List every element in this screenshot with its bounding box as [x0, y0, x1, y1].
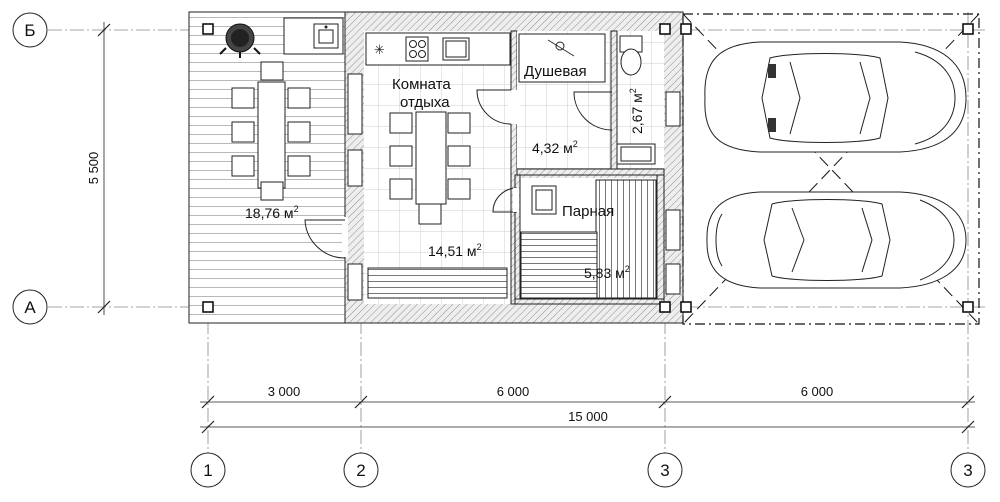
axis-label-a: А — [24, 298, 36, 317]
horizontal-dimensions: 3 000 6 000 6 000 15 000 — [200, 384, 975, 434]
column-markers — [202, 23, 974, 313]
vertical-dimension: 5 500 — [86, 22, 111, 315]
lounge-name-line1: Комната — [392, 76, 451, 93]
lounge-bench — [367, 267, 508, 299]
lounge-name-line2: отдыха — [400, 94, 450, 111]
dim-seg1-label: 3 000 — [268, 384, 301, 399]
car-bottom — [706, 191, 967, 289]
shower-area: 2,67 м2 — [628, 88, 645, 134]
dim-seg3-label: 6 000 — [801, 384, 834, 399]
axis-label-3b: 3 — [963, 461, 972, 480]
sauna-area: 5,83 м2 — [584, 264, 630, 281]
shower-fixtures — [518, 33, 656, 165]
axis-label-b: Б — [24, 21, 35, 40]
sauna-name: Парная — [562, 203, 614, 220]
axis-label-3a: 3 — [660, 461, 669, 480]
carport — [682, 13, 980, 325]
toilet-bowl — [620, 48, 642, 76]
dim-seg2-label: 6 000 — [497, 384, 530, 399]
terrace-dining-set — [231, 61, 311, 201]
axis-label-1: 1 — [203, 461, 212, 480]
sauna-benches — [520, 179, 657, 299]
lounge-dining-set — [389, 111, 471, 225]
room-labels: 18,76 м2 Комната отдыха 14,51 м2 Душевая… — [245, 63, 645, 281]
axis-label-2: 2 — [356, 461, 365, 480]
car-top — [704, 41, 967, 153]
lounge-area: 14,51 м2 — [428, 242, 482, 259]
shower-name: Душевая — [524, 63, 587, 80]
hall-area: 4,32 м2 — [532, 139, 578, 156]
terrace-grill-area — [219, 17, 344, 58]
kitchen-counter: ✳ — [365, 32, 511, 66]
dim-total-label: 15 000 — [568, 409, 608, 424]
terrace-area: 18,76 м2 — [245, 204, 299, 221]
column-axis-bubbles: 1 2 3 3 — [190, 452, 986, 488]
row-axis-bubbles: Б А — [12, 12, 48, 325]
doors — [304, 73, 681, 301]
dim-height-label: 5 500 — [86, 152, 101, 185]
fan-icon: ✳ — [374, 42, 385, 57]
